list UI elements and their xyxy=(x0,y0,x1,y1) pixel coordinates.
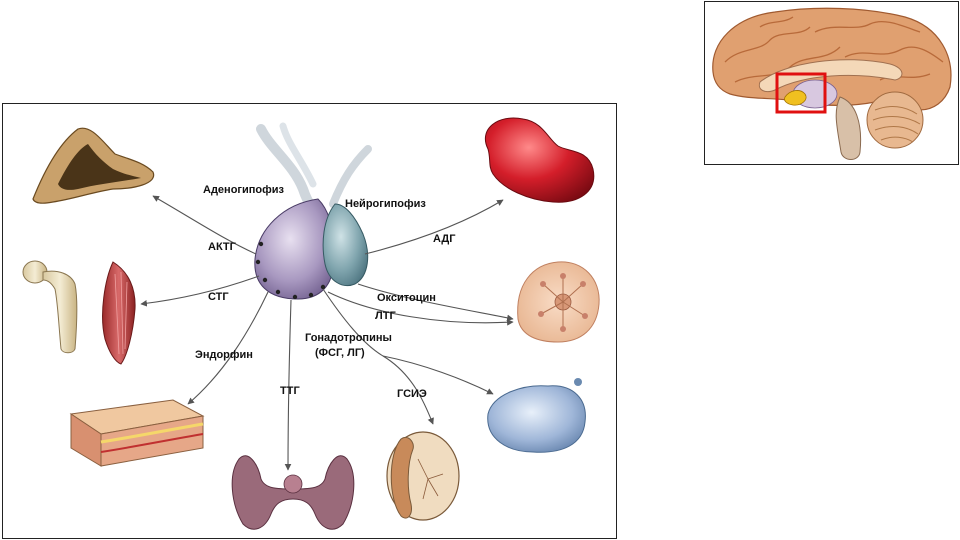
label-adg: АДГ xyxy=(433,233,456,245)
pituitary-diagram: Аденогипофиз Нейрогипофиз АКТГ СТГ Эндор… xyxy=(22,117,600,530)
pituitary-highlight-box xyxy=(775,72,827,114)
arrow-adg xyxy=(364,199,504,255)
femur-bone-icon xyxy=(22,260,78,354)
kidney-icon xyxy=(485,117,595,203)
muscle-icon xyxy=(102,261,136,365)
mammary-gland-icon xyxy=(517,261,600,343)
brain-sagittal-section-icon xyxy=(712,7,952,160)
label-neurohypophysis: Нейрогипофиз xyxy=(345,198,426,210)
arrow-ttg xyxy=(284,299,292,471)
brain-inset-panel xyxy=(704,1,959,165)
arrow-gonad-stem xyxy=(322,288,384,357)
testis-icon xyxy=(386,431,460,521)
label-fsg-lg: (ФСГ, ЛГ) xyxy=(315,347,365,359)
hormone-labels: Аденогипофиз Нейрогипофиз АКТГ СТГ Эндор… xyxy=(195,184,456,400)
arrow-stg xyxy=(140,275,260,307)
hormone-arrows xyxy=(140,195,514,471)
label-adenohypophysis: Аденогипофиз xyxy=(203,184,285,196)
neurohypophysis-lobe xyxy=(322,203,369,287)
label-gonadotropins: Гонадотропины xyxy=(305,332,392,344)
arrow-gonad-ovary xyxy=(382,355,494,395)
arrow-ltg xyxy=(327,291,514,326)
arrow-endorphin xyxy=(187,291,269,405)
label-endorphin: Эндорфин xyxy=(195,349,253,361)
label-ltg: ЛТГ xyxy=(375,310,396,322)
label-stg: СТГ xyxy=(208,291,229,303)
label-actg: АКТГ xyxy=(208,241,237,253)
ovary-icon xyxy=(487,378,586,453)
pituitary-diagram-panel: Аденогипофиз Нейрогипофиз АКТГ СТГ Эндор… xyxy=(2,103,617,539)
adrenal-gland-icon xyxy=(32,127,155,204)
skin-tissue-icon xyxy=(69,399,205,467)
thyroid-gland-icon xyxy=(231,455,355,530)
label-oxytocin: Окситоцин xyxy=(377,292,436,304)
arrow-oxytocin xyxy=(357,283,514,322)
label-ttg: ТТГ xyxy=(280,385,300,397)
arrow-gonad-testis xyxy=(382,355,434,425)
arrow-actg xyxy=(152,195,257,255)
adenohypophysis-lobe xyxy=(254,198,335,300)
label-gsie: ГСИЭ xyxy=(397,388,427,400)
